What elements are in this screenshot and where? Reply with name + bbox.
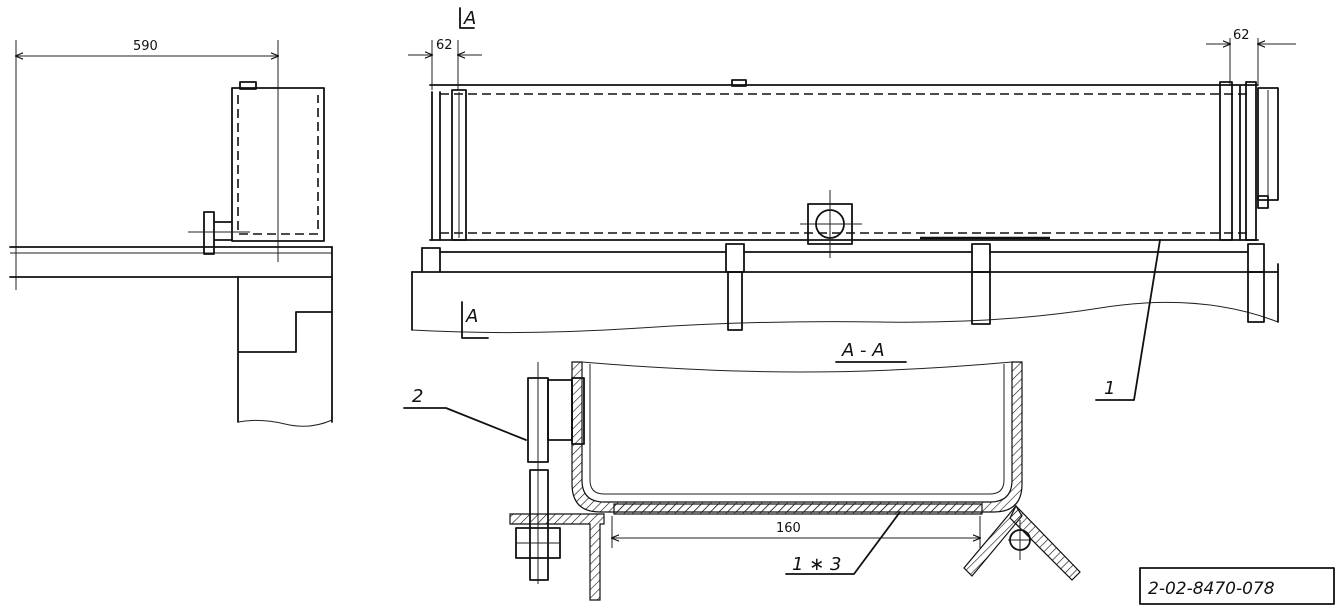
dim-590: 590 [133, 39, 158, 54]
dim-62-left: 62 [436, 38, 453, 53]
label-part-1x3: 1 ∗ 3 [792, 554, 841, 575]
section-mark-bottom: A [465, 306, 478, 327]
dim-160: 160 [776, 521, 801, 536]
section-title: A - A [841, 340, 885, 361]
label-part-2: 2 [412, 386, 423, 407]
drawing-code-box: 2-02-8470-078 [1139, 567, 1335, 605]
section-a-a: A - A 160 2 1 ∗ 3 [403, 340, 1081, 601]
dim-62-right: 62 [1233, 28, 1250, 43]
side-view: 590 [9, 39, 333, 427]
front-view: A 62 62 [408, 7, 1296, 401]
drawing-code: 2-02-8470-078 [1148, 579, 1275, 599]
label-part-1: 1 [1104, 378, 1115, 399]
section-mark-top: A [463, 8, 476, 29]
